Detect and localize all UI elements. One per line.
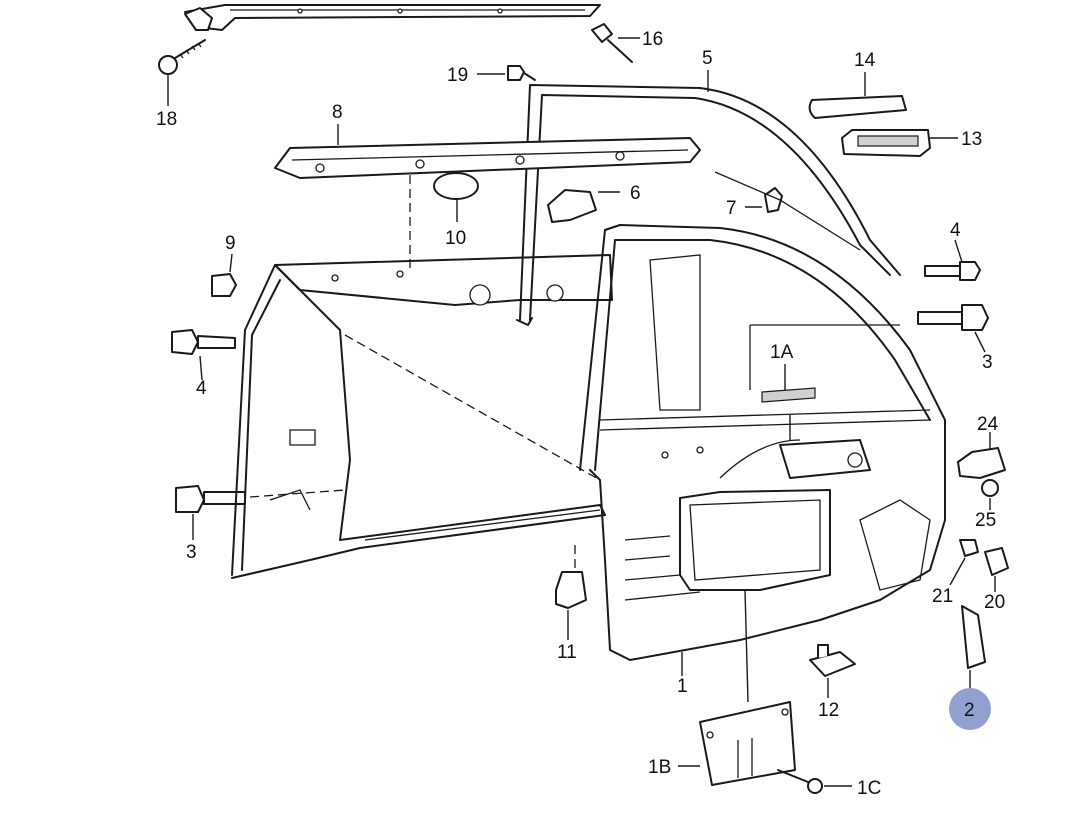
label-8: 8 <box>332 102 343 123</box>
shield-1b <box>678 589 796 786</box>
label-6: 6 <box>630 183 641 204</box>
label-16: 16 <box>642 29 663 50</box>
highlight-marker <box>949 688 991 730</box>
clip-12 <box>809 644 856 698</box>
plug-10 <box>409 172 479 272</box>
clip-16-icon <box>591 23 640 63</box>
label-7: 7 <box>726 198 737 219</box>
nut-21 <box>949 539 979 586</box>
window-frame <box>516 70 901 326</box>
label-20: 20 <box>984 592 1005 613</box>
label-21: 21 <box>932 586 953 607</box>
label-2: 2 <box>964 700 975 721</box>
seal-2 <box>961 605 986 688</box>
bolt-3-left <box>175 485 346 540</box>
label-25: 25 <box>975 510 996 531</box>
inner-door-panel <box>579 224 946 676</box>
latch-24 <box>957 432 1006 479</box>
handle-13 <box>841 129 958 157</box>
reinforcement-bar-8 <box>274 124 701 179</box>
label-13: 13 <box>961 129 982 150</box>
label-11: 11 <box>557 642 577 663</box>
label-1b: 1B <box>648 757 671 778</box>
label-9: 9 <box>225 233 236 254</box>
label-18: 18 <box>156 109 177 130</box>
label-5: 5 <box>702 48 713 69</box>
label-1a: 1A <box>770 342 794 363</box>
label-10: 10 <box>445 228 466 249</box>
label-19: 19 <box>447 65 468 86</box>
nut-25 <box>981 479 999 510</box>
bolt-4-right <box>924 239 981 281</box>
bolt-3-right <box>917 304 989 353</box>
screw-19-icon <box>477 65 536 81</box>
top-trim-strip <box>184 4 601 31</box>
trim-strip-14 <box>808 72 907 119</box>
clip-11 <box>555 545 587 640</box>
strip-1a <box>761 364 816 403</box>
label-4-left: 4 <box>196 378 207 399</box>
label-14: 14 <box>854 50 876 71</box>
outer-door-shell <box>231 254 613 579</box>
label-3-left: 3 <box>186 542 197 563</box>
label-4-right: 4 <box>950 220 961 241</box>
label-24: 24 <box>977 414 999 435</box>
clip-7 <box>714 171 861 251</box>
bolt-4-left <box>171 329 236 381</box>
label-3-right: 3 <box>982 352 993 373</box>
label-1c: 1C <box>857 778 881 799</box>
bracket-6 <box>547 189 620 223</box>
label-1: 1 <box>677 676 688 697</box>
clip-20 <box>984 547 1009 592</box>
nut-9 <box>211 253 237 297</box>
screw-18-icon <box>158 39 206 106</box>
label-12: 12 <box>818 700 839 721</box>
screw-1c <box>777 769 852 794</box>
